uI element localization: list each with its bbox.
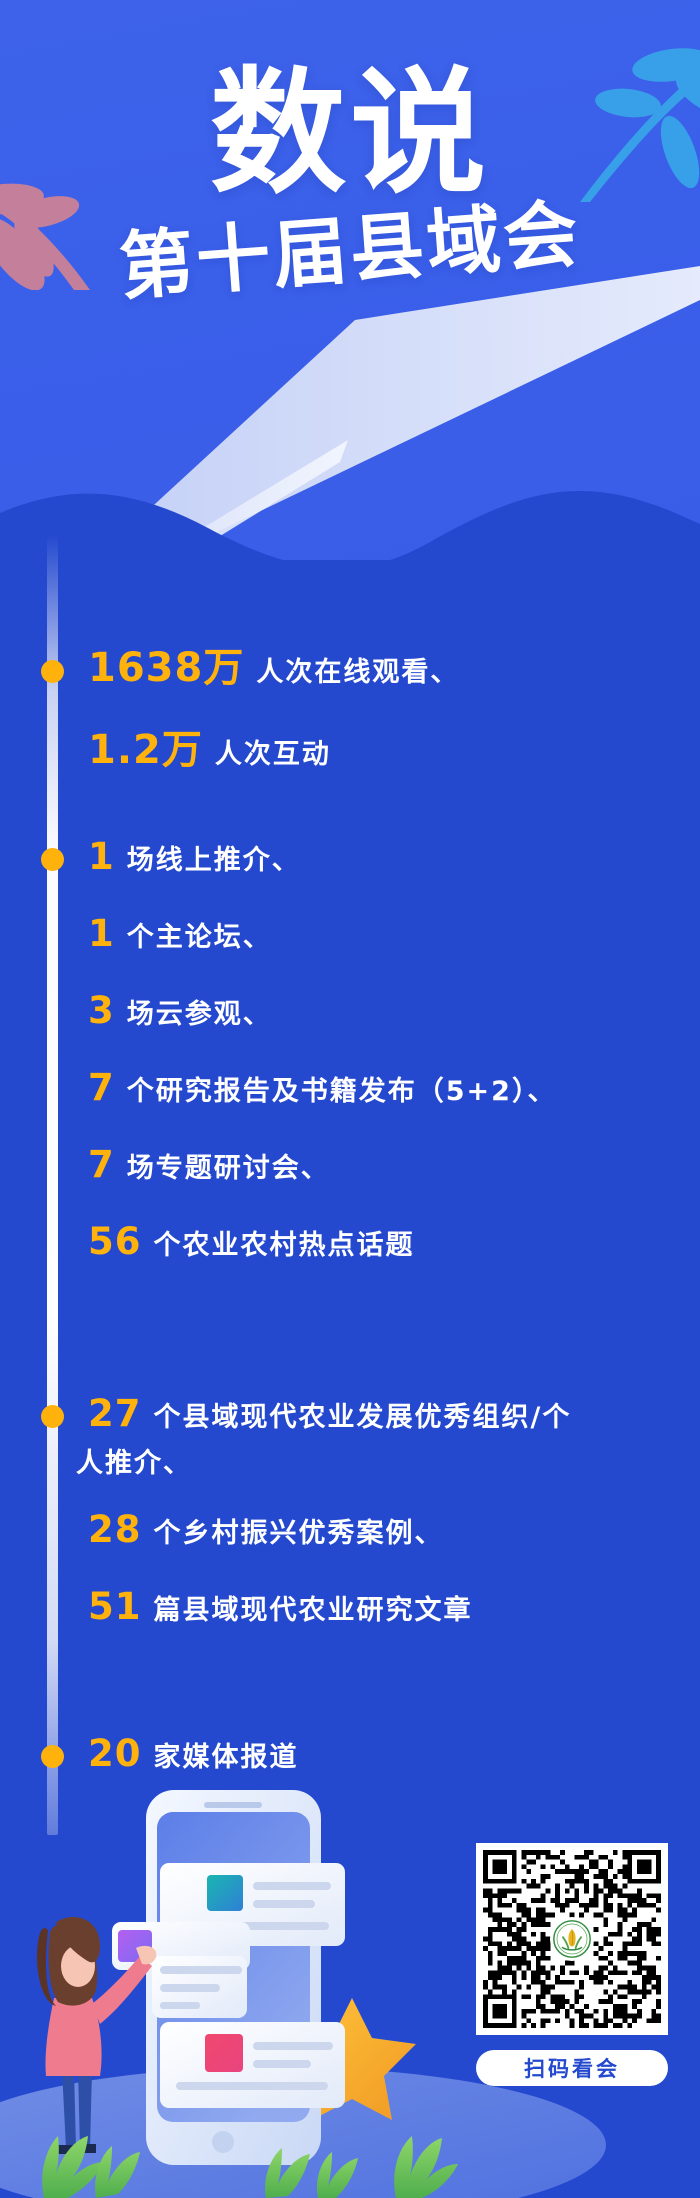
timeline-dot-events [41,848,64,871]
stat-label: 个农业农村热点话题 [153,1230,415,1261]
stat-line: 28 个乡村振兴优秀案例、 [88,1511,688,1548]
qr-center-logo [550,1917,594,1961]
stat-line: 7 个研究报告及书籍发布（5+2）、 [88,1069,688,1106]
stat-number: 20 [88,1732,142,1775]
stat-label: 场线上推介、 [126,845,301,876]
header-wave-graphics [0,266,700,600]
grass-cluster [42,2136,458,2198]
phone-card-pink [160,2022,345,2108]
stat-line: 20 家媒体报道 [88,1735,688,1772]
stat-number: 7 [88,1143,115,1186]
stat-line: 27 个县域现代农业发展优秀组织/个 [88,1395,688,1432]
stat-label: 个乡村振兴优秀案例、 [153,1518,444,1549]
timeline-dot-media [41,1745,64,1768]
stat-number: 27 [88,1392,142,1435]
stat-line: 1 个主论坛、 [88,915,688,952]
stat-number: 3 [88,989,115,1032]
stat-number: 1 [88,912,115,955]
stat-line-wrap: 人推介、 [76,1450,688,1477]
stat-group-media: 20 家媒体报道 [88,1735,688,1772]
leaf-branch-right-icon [580,48,700,202]
bottom-illustration [0,1790,606,2198]
green-wheat-emblem-icon [553,1920,591,1958]
stat-label: 场云参观、 [126,999,272,1030]
stat-number: 51 [88,1585,142,1628]
stat-label-continued: 人推介、 [76,1448,192,1479]
stat-number: 56 [88,1220,142,1263]
stat-group-viewership: 1638万人次在线观看、 1.2万人次互动 [88,648,688,770]
stat-number: 28 [88,1508,142,1551]
qr-code[interactable] [476,1843,668,2035]
stat-label: 家媒体报道 [153,1742,299,1773]
stat-line: 56 个农业农村热点话题 [88,1223,688,1260]
wave-divider [0,490,700,600]
stat-label: 人次互动 [214,739,331,770]
stat-line: 7 场专题研讨会、 [88,1146,688,1183]
stat-line: 1638万人次在线观看、 [88,648,688,688]
stat-label: 场专题研讨会、 [126,1153,330,1184]
person-illustration [36,1916,157,2154]
stat-number: 1638万 [88,645,245,691]
stat-label: 个研究报告及书籍发布（5+2）、 [126,1076,557,1107]
qr-caption: 扫码看会 [476,2050,668,2086]
timeline-track [47,535,58,1835]
phone-card-purple [112,1922,250,2018]
stat-number: 7 [88,1066,115,1109]
stat-line: 51 篇县域现代农业研究文章 [88,1588,688,1625]
stat-label: 人次在线观看、 [256,657,460,688]
stat-line: 3 场云参观、 [88,992,688,1029]
leaf-branch-left-icon [0,183,90,290]
ribbon-stripe-large [118,266,700,565]
stat-number: 1.2万 [88,727,203,773]
stat-line: 1 场线上推介、 [88,838,688,875]
stat-label: 个主论坛、 [126,922,272,953]
timeline-dot-viewership [41,660,64,683]
timeline-dot-achievements [41,1405,64,1428]
stat-group-achievements: 27 个县域现代农业发展优秀组织/个 人推介、 28 个乡村振兴优秀案例、 51 篇县… [76,1395,688,1625]
stat-label: 篇县域现代农业研究文章 [153,1595,473,1626]
stat-label: 个县域现代农业发展优秀组织/个 [153,1402,572,1433]
page-title: 数说 [210,55,490,213]
stat-line: 1.2万人次互动 [88,730,688,770]
stat-number: 1 [88,835,115,878]
